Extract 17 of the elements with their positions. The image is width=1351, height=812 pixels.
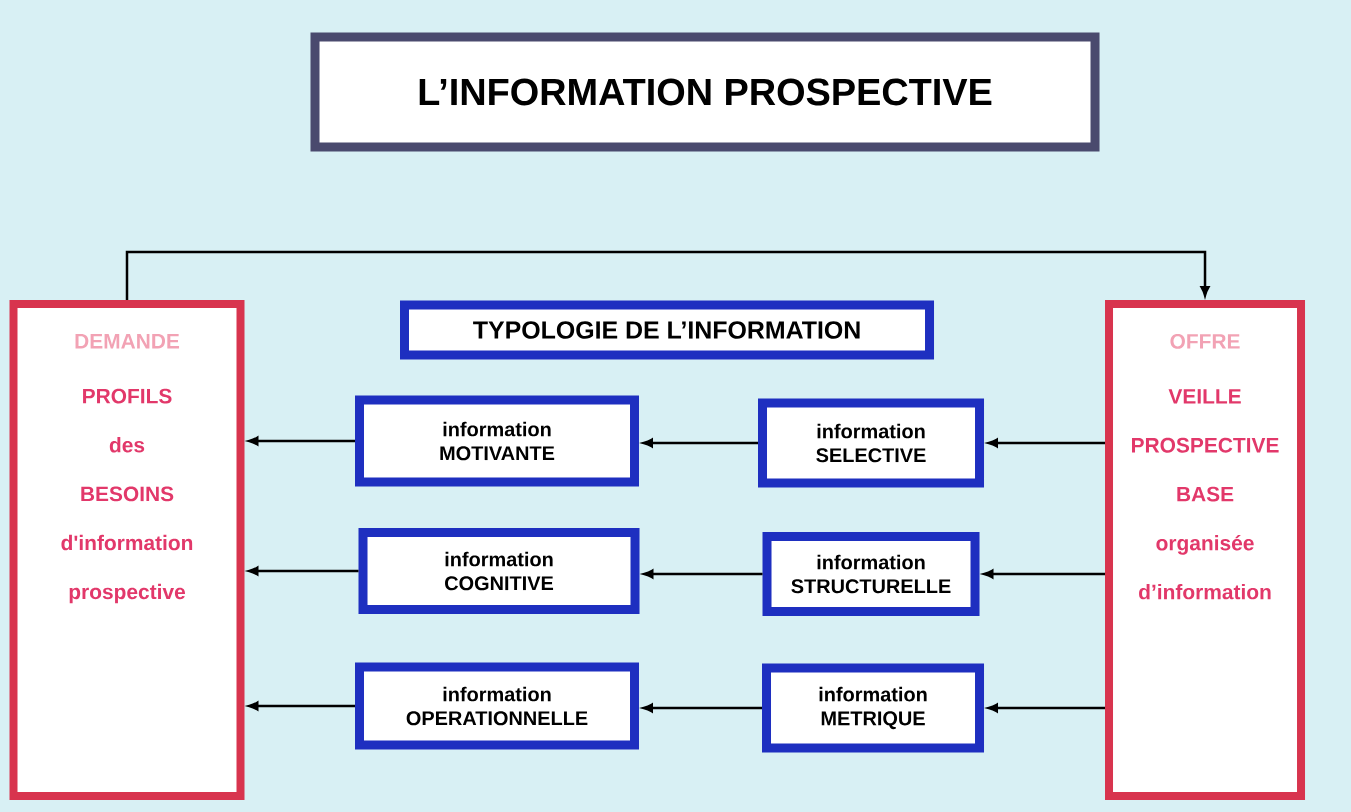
arrow [987,703,1105,713]
arrow [125,250,1210,300]
arrow [642,438,758,448]
info-box: information COGNITIVE [358,528,640,614]
arrow [643,569,763,579]
info-box: information METRIQUE [762,663,984,753]
info-box: information OPERATIONNELLE [355,662,639,750]
side-panel: DEMANDE PROFILS des BESOINS d'information prospective [9,300,245,800]
side-panel: OFFRE VEILLE PROSPECTIVE BASE organisée d’information [1105,300,1305,800]
arrow [987,438,1105,448]
info-box: information SELECTIVE [758,398,984,488]
arrow [642,703,762,713]
heading-box: TYPOLOGIE DE L’INFORMATION [400,300,934,360]
title-box: L’INFORMATION PROSPECTIVE [310,32,1100,152]
info-box: information MOTIVANTE [355,395,639,487]
arrow [983,569,1105,579]
info-box: information STRUCTURELLE [762,532,980,616]
